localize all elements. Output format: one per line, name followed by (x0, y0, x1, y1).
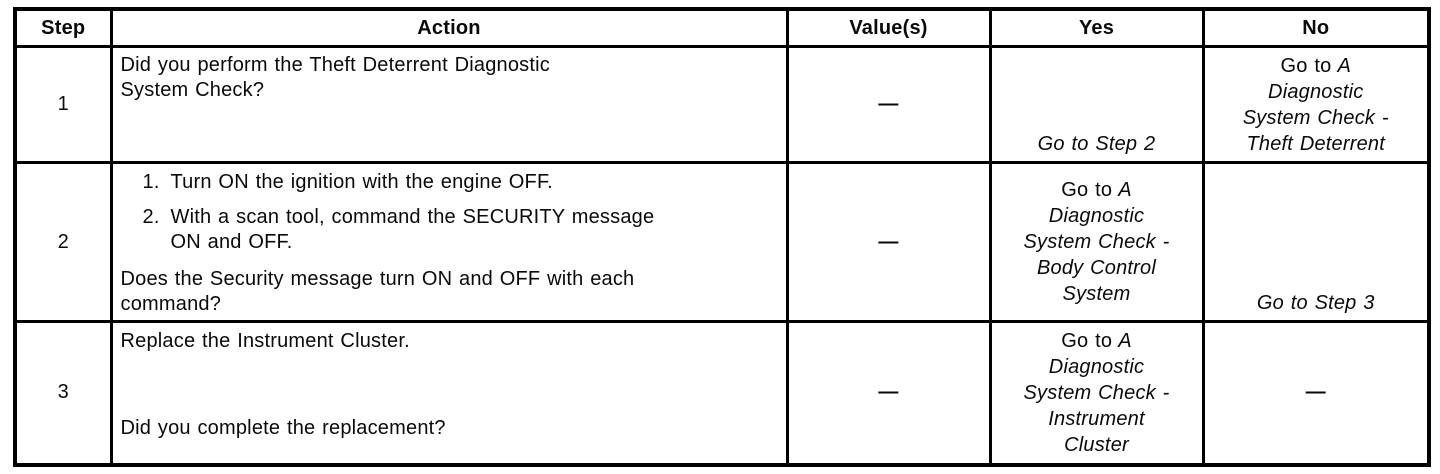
goto-link-line: Instrument (1048, 407, 1145, 430)
diagnostic-table: Step Action Value(s) Yes No 1 Did you pe… (13, 7, 1431, 467)
value-cell: — (785, 320, 992, 466)
no-goto-text: Go to Step 3 (1256, 292, 1375, 314)
goto-link-line: System Check - (1023, 231, 1170, 253)
yes-goto-text: Go to A Diagnostic System Check - Body C… (993, 177, 1200, 307)
list-item-text: With a scan tool, command the SECURITY m… (170, 206, 655, 253)
goto-prefix: Go to (1280, 55, 1332, 77)
no-dash: — (1305, 381, 1326, 404)
action-text: Replace the Instrument Cluster. Did you … (114, 325, 784, 462)
goto-link-line: A (1118, 329, 1132, 352)
column-header-values: Value(s) (785, 7, 992, 48)
column-header-no: No (1201, 7, 1431, 48)
column-header-yes: Yes (988, 7, 1205, 48)
action-cell: Replace the Instrument Cluster. Did you … (109, 320, 789, 466)
action-text: 1. Turn ON the ignition with the engine … (114, 166, 784, 318)
table-row-step-1: 1 Did you perform the Theft Deterrent Di… (13, 45, 1431, 164)
column-header-step: Step (13, 7, 113, 48)
action-text: Did you perform the Theft Deterrent Diag… (114, 50, 784, 110)
step-number: 3 (13, 320, 113, 466)
no-cell: Go to Step 3 (1201, 161, 1431, 323)
action-line: Replace the Instrument Cluster. (120, 330, 410, 352)
yes-cell: Go to Step 2 (988, 45, 1205, 164)
goto-link-line: A (1118, 179, 1132, 201)
goto-prefix: Go to (1061, 179, 1113, 201)
value-dash: — (878, 93, 899, 115)
goto-prefix: Go to (1061, 329, 1113, 352)
goto-link-line: Cluster (1064, 433, 1129, 456)
header-row: Step Action Value(s) Yes No (13, 7, 1431, 48)
goto-link-line: Theft Deterrent (1246, 133, 1385, 155)
list-item: 2. With a scan tool, command the SECURIT… (143, 205, 776, 255)
value-dash: — (878, 381, 899, 404)
yes-goto-text: Go to A Diagnostic System Check - Instru… (993, 328, 1200, 458)
goto-link-line: Diagnostic (1268, 81, 1364, 103)
action-line: Did you perform the Theft Deterrent Diag… (120, 54, 550, 76)
list-item-text: Turn ON the ignition with the engine OFF… (170, 171, 553, 193)
yes-cell: Go to A Diagnostic System Check - Body C… (988, 161, 1205, 323)
value-cell: — (785, 45, 992, 164)
value-dash: — (878, 230, 899, 253)
action-numbered-list: 1. Turn ON the ignition with the engine … (121, 170, 776, 265)
table-row-step-2: 2 1. Turn ON the ignition with the engin… (13, 161, 1431, 323)
action-question: Does the Security message turn ON and OF… (120, 268, 635, 315)
action-line: Did you complete the replacement? (120, 417, 446, 439)
action-cell: 1. Turn ON the ignition with the engine … (109, 161, 789, 323)
goto-link-line: Diagnostic (1048, 355, 1145, 378)
list-item-number: 2. (142, 206, 160, 228)
yes-cell: Go to A Diagnostic System Check - Instru… (988, 320, 1205, 466)
goto-link-line: System Check - (1242, 107, 1389, 129)
no-goto-text: Go to A Diagnostic System Check - Theft … (1206, 50, 1426, 158)
goto-link-line: A (1337, 55, 1351, 77)
no-cell: — (1201, 320, 1431, 466)
value-cell: — (785, 161, 992, 323)
yes-goto-text: Go to Step 2 (1037, 133, 1156, 155)
action-cell: Did you perform the Theft Deterrent Diag… (109, 45, 789, 164)
goto-link-line: Diagnostic (1048, 205, 1145, 227)
no-cell: Go to A Diagnostic System Check - Theft … (1201, 45, 1431, 164)
list-item: 1. Turn ON the ignition with the engine … (143, 170, 776, 195)
list-item-number: 1. (142, 171, 160, 193)
goto-link-line: System Check - (1023, 381, 1170, 404)
action-line: System Check? (120, 79, 265, 101)
column-header-action: Action (109, 7, 789, 48)
goto-link-line: System (1062, 283, 1131, 305)
step-number: 1 (13, 45, 113, 164)
table-row-step-3: 3 Replace the Instrument Cluster. Did yo… (13, 320, 1431, 466)
goto-link-line: Body Control (1036, 257, 1156, 279)
step-number: 2 (13, 161, 113, 323)
